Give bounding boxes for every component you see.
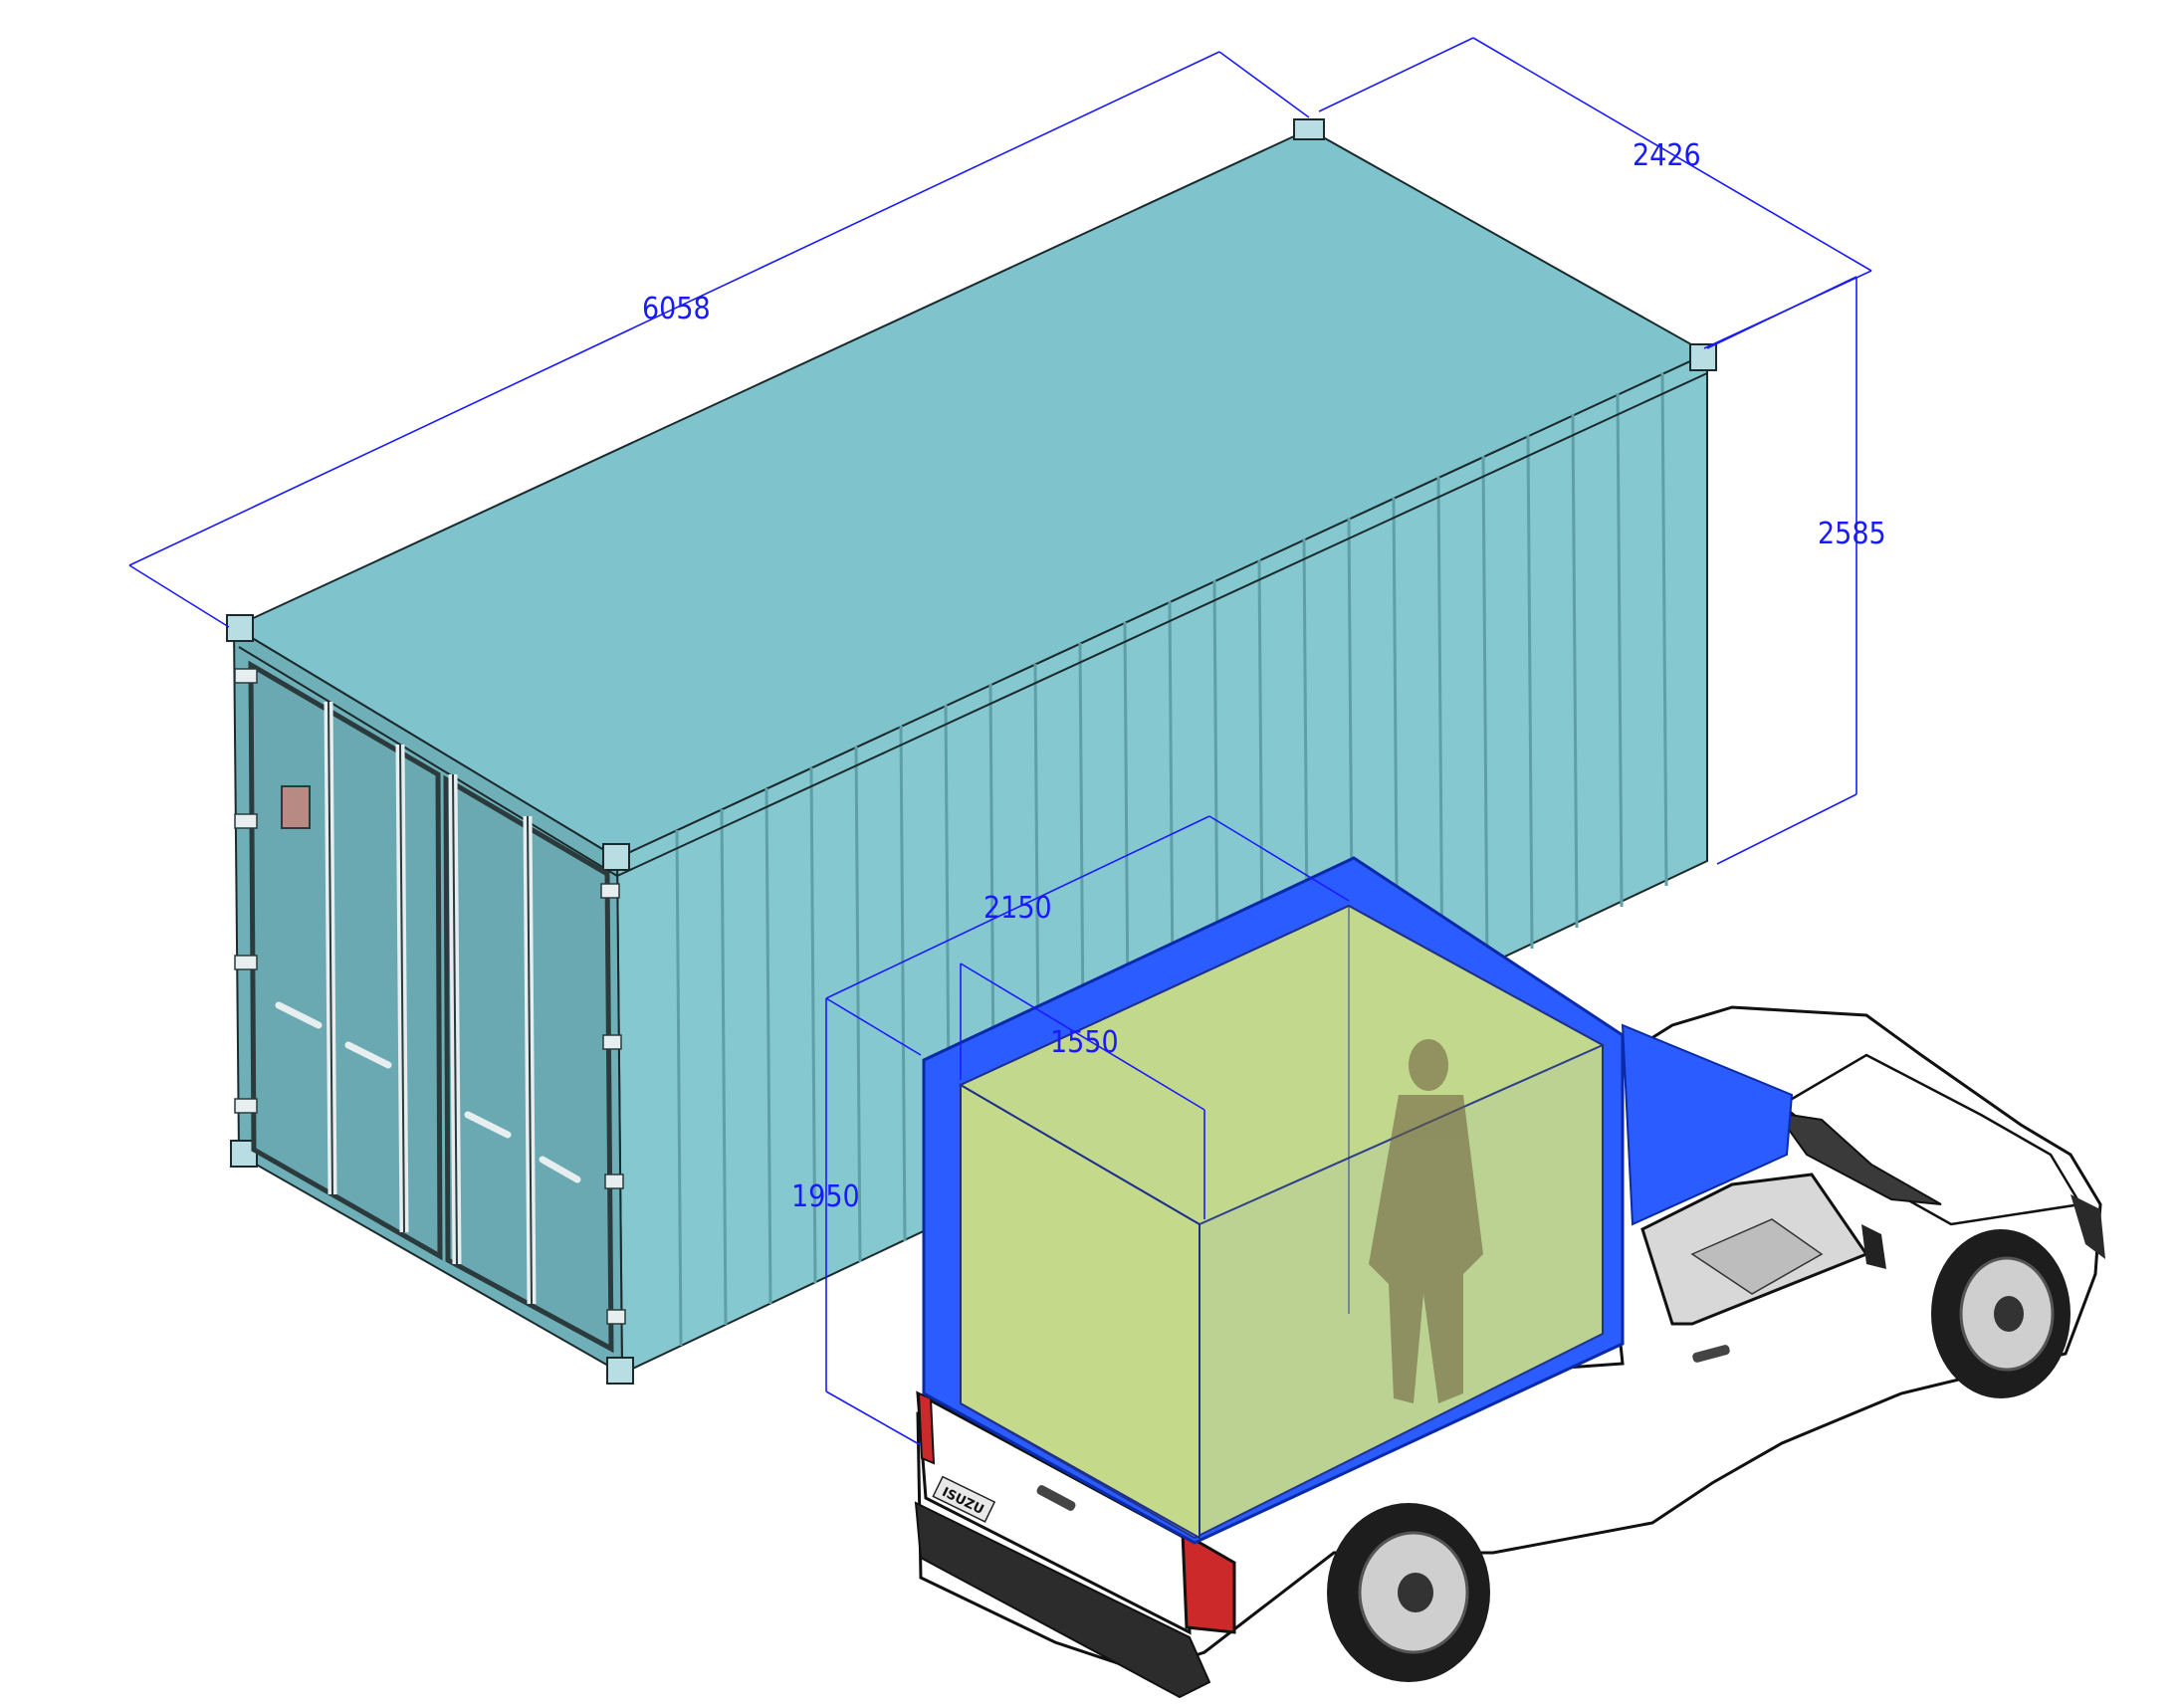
truck-door-handle (1692, 1345, 1730, 1363)
truck-rear-wheel (1327, 1503, 1490, 1682)
label-box-length: 2150 (983, 891, 1052, 926)
container-top-rail (238, 372, 1708, 878)
shipping-container (226, 118, 1717, 1385)
truck-rear-bumper (914, 1501, 1211, 1699)
truck-taillight-left (917, 1391, 936, 1465)
truck-front-wheel (1931, 1229, 2071, 1398)
label-container-width: 2426 (1633, 138, 1701, 173)
label-box-width: 1550 (1050, 1025, 1119, 1060)
cargo-box (922, 856, 1794, 1545)
truck-seat (1690, 1218, 1824, 1295)
container-corner-castings (226, 118, 1717, 1385)
cargo-frame-extension (1621, 1023, 1794, 1226)
truck-tailgate-handle (1036, 1485, 1076, 1511)
person-figure (1369, 1039, 1483, 1403)
label-container-height: 2585 (1818, 517, 1886, 551)
truck-windshield (1774, 1111, 1942, 1205)
dimension-labels: 6058 2426 2585 2150 1550 1950 (642, 138, 1886, 1214)
cargo-volume-top (958, 904, 1606, 1226)
dimension-lines (128, 37, 1872, 1446)
label-container-length: 6058 (642, 292, 711, 326)
truck-taillight-right (1181, 1530, 1236, 1634)
truck-mirror (1861, 1224, 1886, 1269)
truck-headlight (2071, 1194, 2105, 1259)
container-doors (234, 660, 626, 1354)
label-box-height: 1950 (791, 1179, 860, 1214)
container-data-plate (281, 785, 311, 829)
